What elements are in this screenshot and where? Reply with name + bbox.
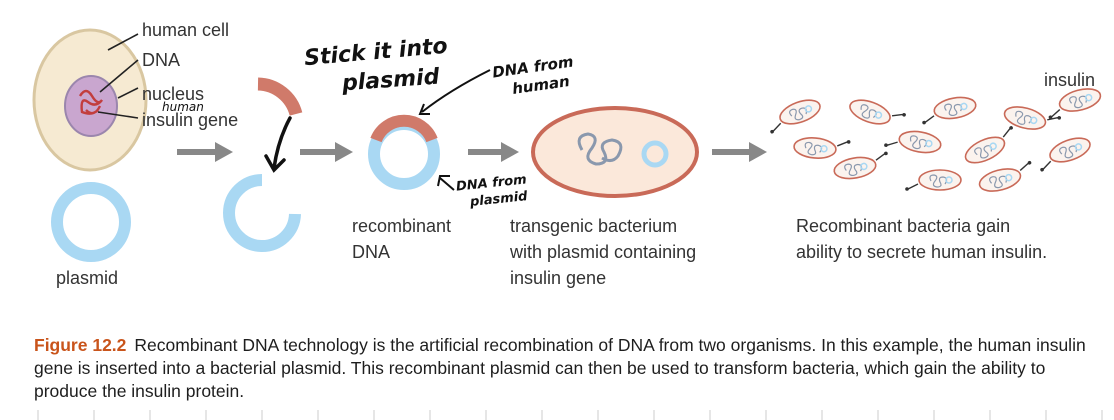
label-recombinant-dna-2: DNA [352,242,391,262]
label-insulin: insulin [1044,70,1096,90]
recombinant-dna-diagram [32,28,1102,262]
hand-arrow [264,116,292,173]
page-ruler [37,410,1103,420]
label-recombinant-dna-1: recombinant [352,216,452,236]
bacterium [964,126,1013,164]
dna-strand [78,89,103,115]
process-arrows [177,142,767,162]
plasmid-ring [51,182,131,262]
secretion-arrow [891,113,904,117]
secretion-arrow [837,141,848,147]
transgenic-bacterium [531,106,699,198]
bacterium [978,160,1032,192]
arrow-2 [300,142,353,162]
bacterium [922,96,977,125]
annotation-human: human [162,100,204,114]
pointer-dna-from-plasmid [437,175,455,191]
secretion-arrow [907,183,919,190]
recombinant-dna-ring [368,114,440,190]
pointer-dna-from-human [418,69,491,115]
secretion-arrow [875,153,886,161]
label-leaders [97,33,139,119]
secretion-arrow [924,115,935,123]
label-dna: DNA [142,50,181,70]
arrow-1 [177,142,233,162]
opened-plasmid [223,174,301,252]
bacterium [770,99,821,134]
human-cell [32,28,148,172]
label-nucleus: nucleus [142,84,205,104]
bacterium [1003,106,1062,130]
caption-text: Recombinant DNA technology is the artifi… [34,335,1086,401]
secretion-arrow [1042,160,1052,170]
bacterium [833,151,888,180]
secretion-arrow [1047,116,1059,121]
arrow-4 [712,142,767,162]
label-insulin-gene: insulin gene [142,110,239,130]
label-recombinant-bacteria-1: Recombinant bacteria gain [796,216,1011,236]
bacterium [1040,137,1091,172]
label-recombinant-bacteria-2: ability to secrete human insulin. [796,242,1048,262]
label-transgenic-3: insulin gene [510,268,607,288]
bacterium [849,99,906,125]
secreting-bacteria [770,88,1102,192]
bacterium [884,130,942,154]
nucleus [64,75,118,137]
label-plasmid: plasmid [56,268,119,288]
bacterium [793,137,851,159]
insulin-gene-fragment [257,77,303,116]
secretion-arrow [886,141,898,146]
arrow-3 [468,142,519,162]
figure-label: Figure 12.2 [34,335,127,355]
label-transgenic-1: transgenic bacterium [510,216,678,236]
secretion-arrow [1002,127,1011,138]
label-human-cell: human cell [142,20,230,40]
secretion-arrow [772,122,782,132]
secretion-arrow [1050,109,1061,118]
bacterium [905,169,962,191]
bacterium [1048,88,1102,120]
label-transgenic-2: with plasmid containing [510,242,697,262]
secretion-arrow [1019,162,1030,171]
